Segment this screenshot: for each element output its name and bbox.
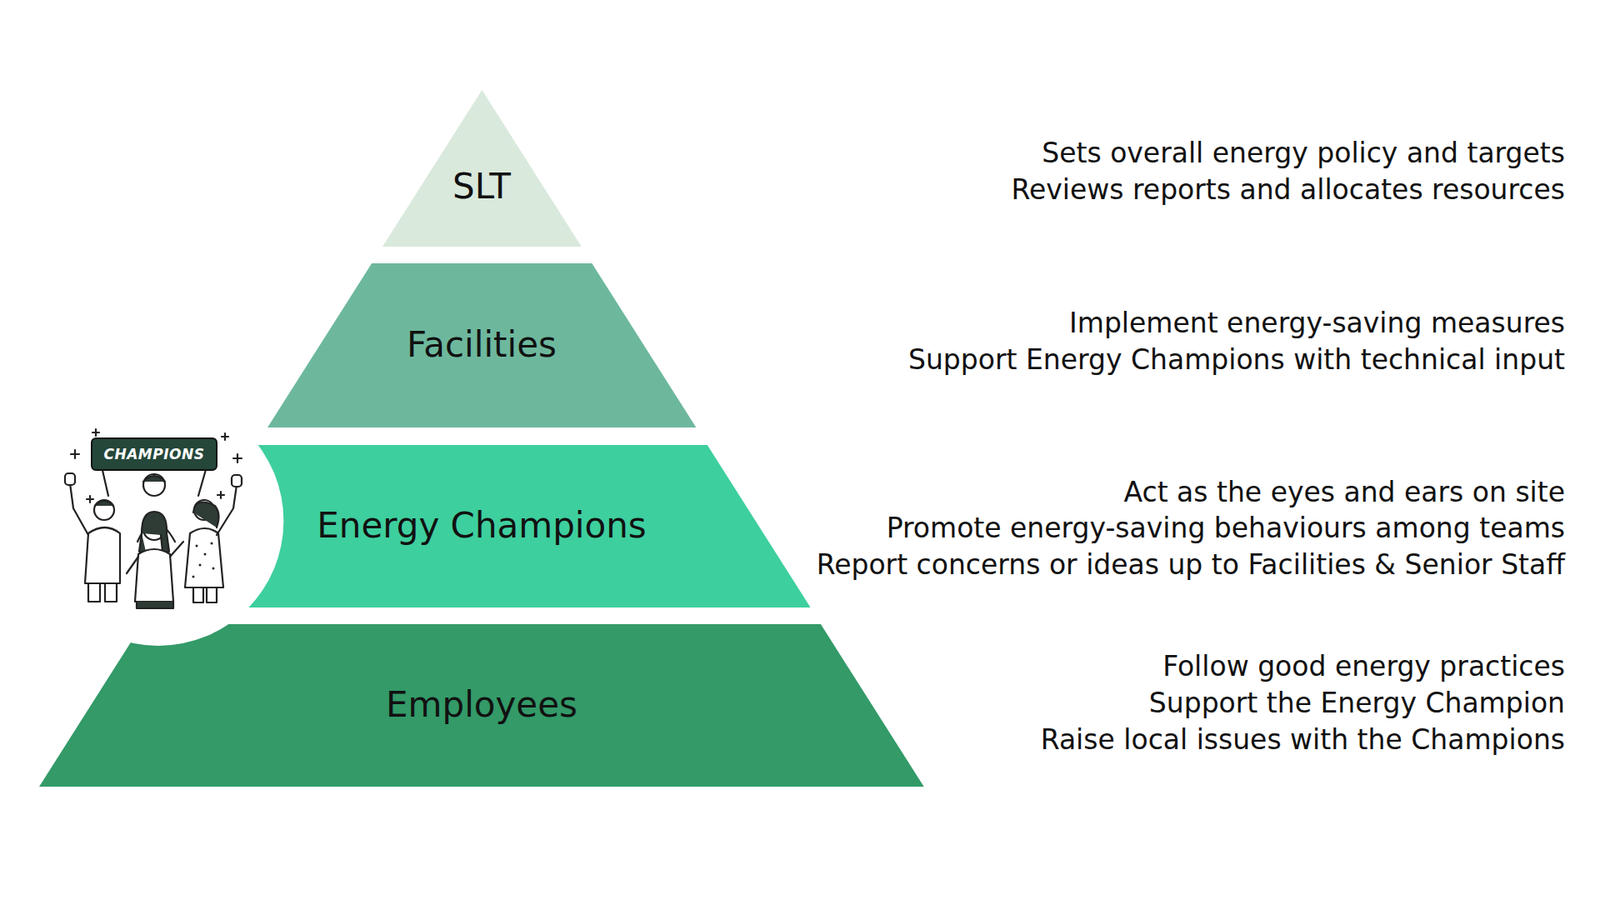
- band-label: SLT: [452, 167, 511, 206]
- role-description: Report concerns or ideas up to Facilitie…: [816, 548, 1565, 582]
- role-description: Raise local issues with the Champions: [1040, 723, 1565, 757]
- banner-text: CHAMPIONS: [104, 445, 205, 463]
- role-description: Reviews reports and allocates resources: [1011, 173, 1565, 207]
- pyramid-band: Energy Champions: [153, 445, 811, 608]
- role-description: Promote energy-saving behaviours among t…: [886, 511, 1565, 545]
- band-fill: [153, 445, 811, 608]
- role-description: Implement energy-saving measures: [1069, 306, 1565, 340]
- band-label: Employees: [385, 685, 578, 725]
- pyramid-band: SLT: [382, 90, 582, 247]
- role-description: Sets overall energy policy and targets: [1041, 136, 1565, 170]
- band-label: Energy Champions: [316, 506, 647, 545]
- band-fill: [382, 90, 582, 247]
- pyramid-band: Employees: [39, 624, 925, 787]
- role-description: Follow good energy practices: [1162, 650, 1565, 684]
- pyramid-band: Facilities: [267, 263, 696, 428]
- role-description: Support the Energy Champion: [1149, 686, 1565, 720]
- role-description: Support Energy Champions with technical …: [908, 343, 1565, 377]
- band-fill: [39, 624, 925, 787]
- role-description: Act as the eyes and ears on site: [1124, 475, 1565, 510]
- band-fill: [267, 263, 696, 428]
- band-label: Facilities: [406, 325, 557, 365]
